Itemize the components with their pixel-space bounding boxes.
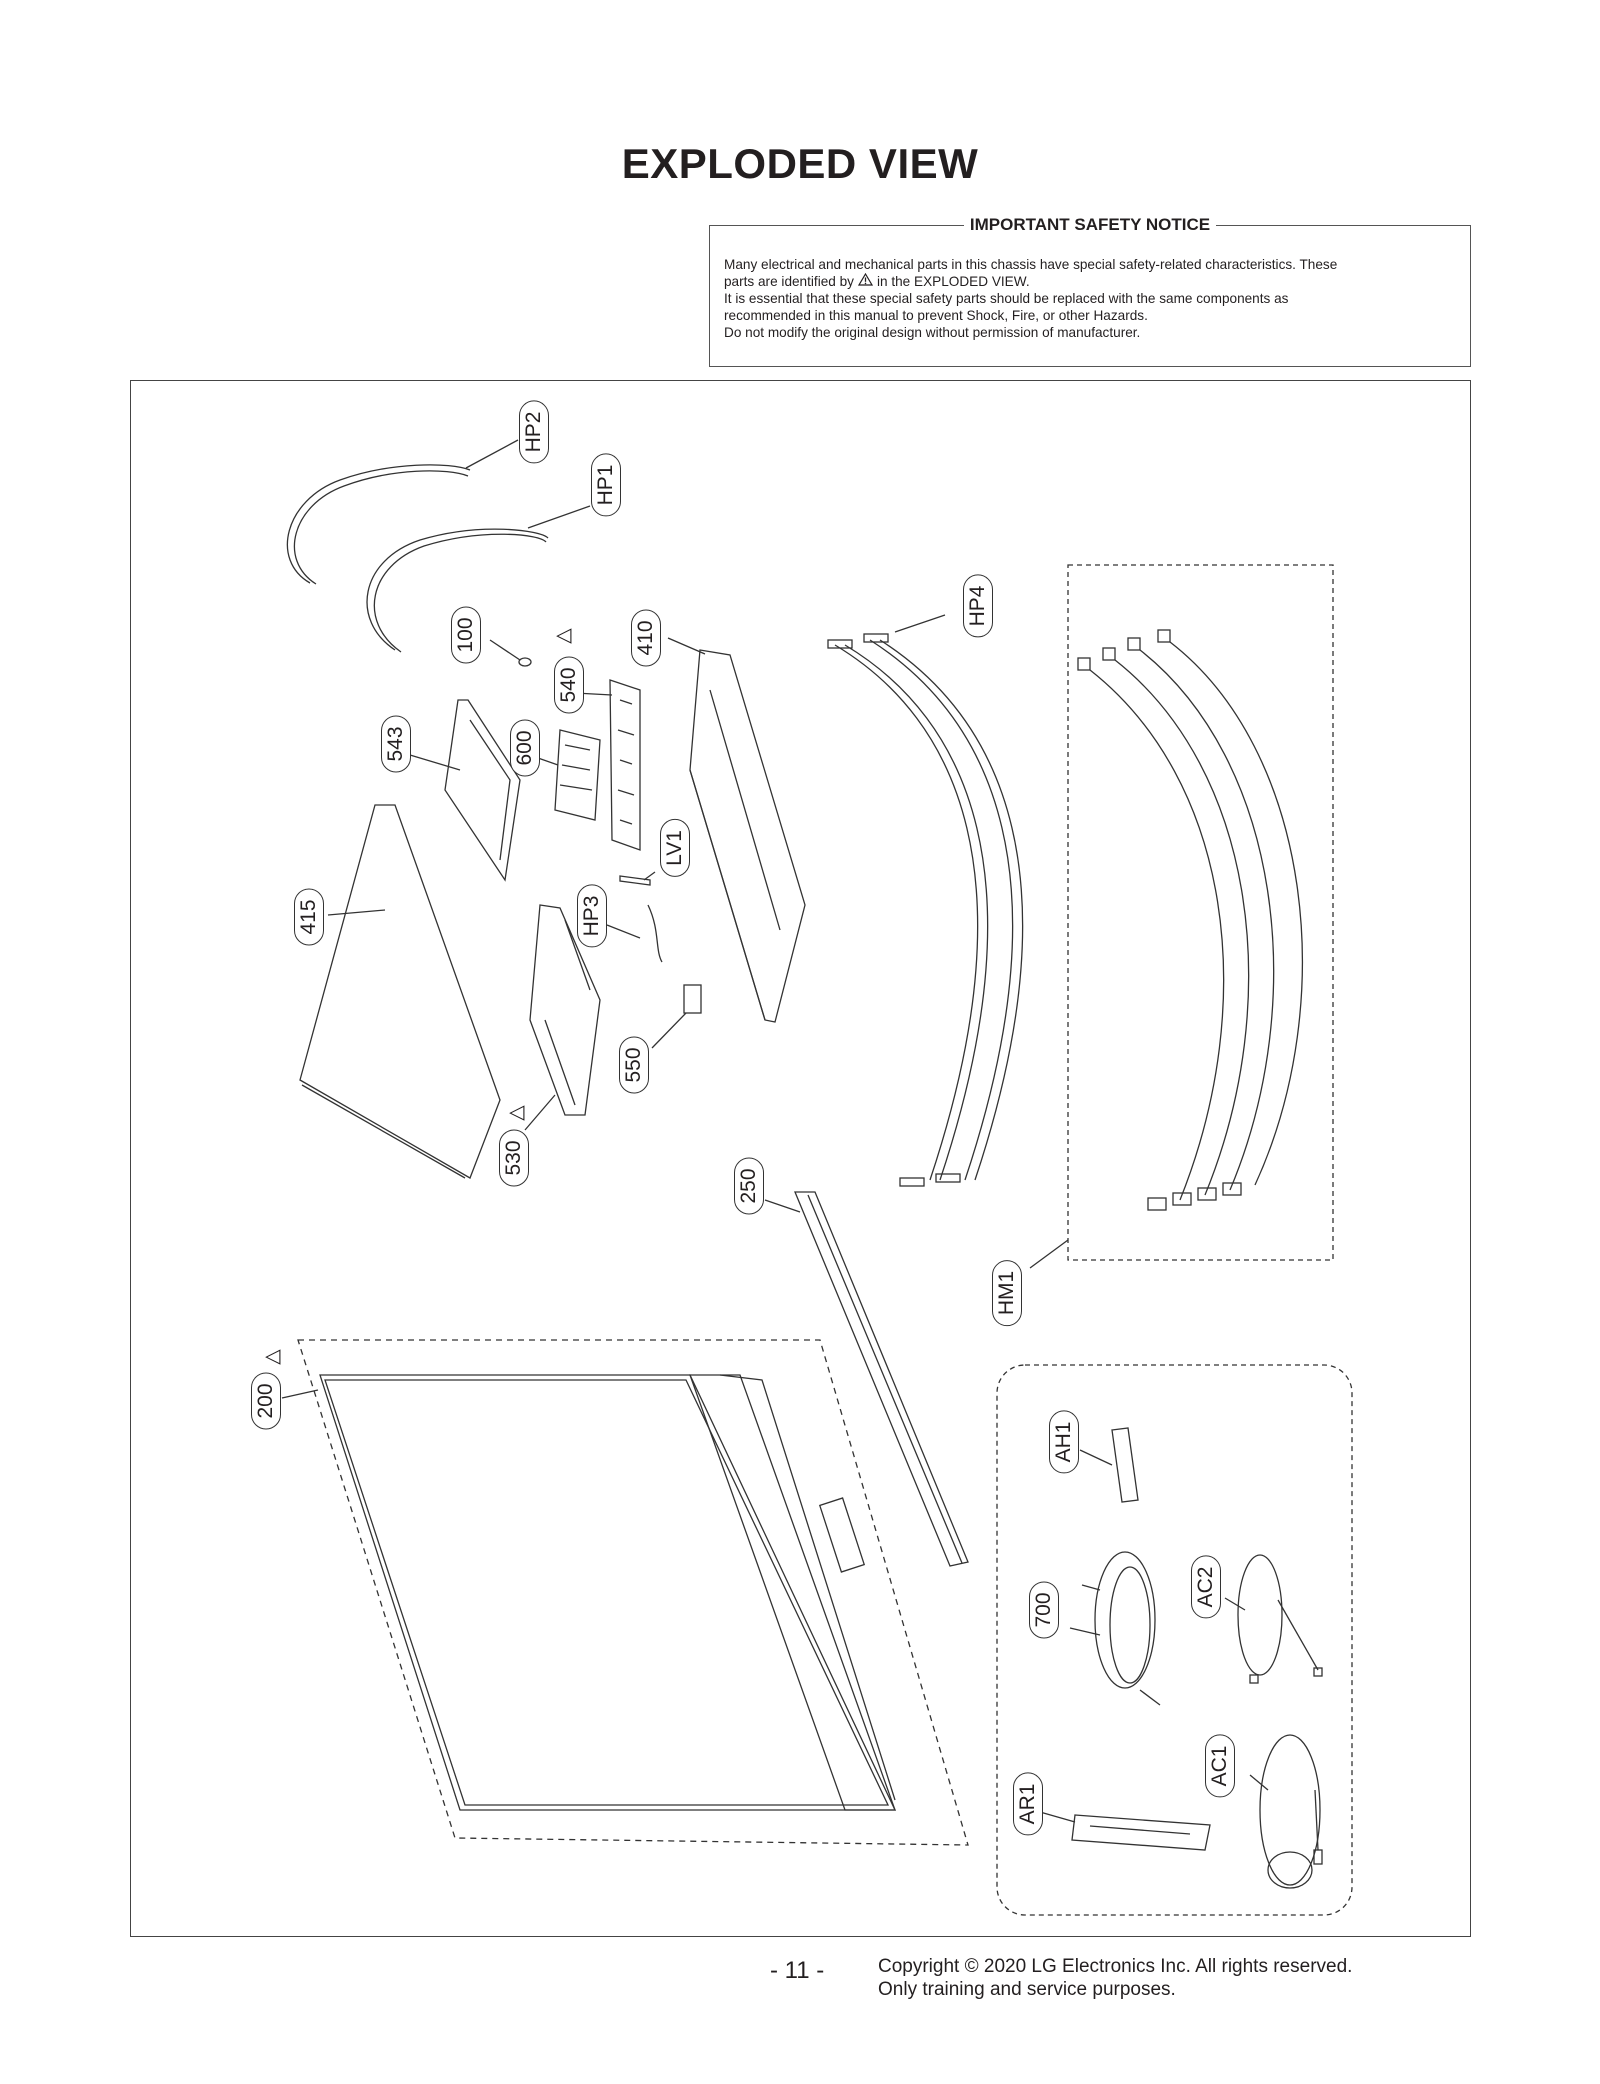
part-ac1-drawing [1249, 1734, 1323, 1889]
callout-540: 540 [554, 656, 584, 714]
callout-250: 250 [734, 1157, 764, 1215]
callout-550: 550 [619, 1036, 649, 1094]
callout-415: 415 [294, 888, 324, 946]
callout-543: 543 [381, 715, 411, 773]
part-ac2-drawing [1224, 1554, 1323, 1684]
module-200-drawing [281, 1374, 897, 1811]
notice-line: Do not modify the original design withou… [724, 325, 1141, 340]
accessories-dashed-box [996, 1364, 1353, 1916]
hm1-dashed-box [1067, 564, 1334, 1261]
part-410-drawing [667, 637, 806, 1023]
part-700-drawing [1069, 1551, 1161, 1706]
callout-700: 700 [1029, 1581, 1059, 1639]
callout-hp1: HP1 [591, 453, 621, 517]
part-530-drawing [524, 904, 601, 1131]
part-415-drawing [299, 804, 501, 1179]
callout-600: 600 [510, 719, 540, 777]
page-title: EXPLODED VIEW [621, 140, 979, 187]
callout-lv1: LV1 [660, 819, 690, 877]
cable-hp1-drawing [366, 505, 591, 653]
part-540-drawing [574, 679, 641, 851]
callout-530: 530 [499, 1129, 529, 1187]
cable-hp3-drawing [647, 904, 663, 963]
safety-warning-icon: △ [261, 1349, 283, 1365]
notice-line: parts are identified by [724, 274, 854, 289]
page-number: - 11 - [770, 1957, 825, 1984]
part-250-drawing [764, 1191, 969, 1567]
safety-warning-icon: △ [505, 1105, 527, 1121]
callout-410: 410 [631, 609, 661, 667]
part-ah1-drawing [1111, 1427, 1139, 1503]
notice-line: in the EXPLODED VIEW. [876, 274, 1030, 289]
callout-ar1: AR1 [1013, 1772, 1043, 1836]
callout-hp3: HP3 [577, 884, 607, 948]
copyright-block: Copyright © 2020 LG Electronics Inc. All… [878, 1955, 1352, 2001]
cable-lv1-drawing [619, 875, 651, 886]
callout-ah1: AH1 [1049, 1410, 1079, 1474]
callout-hp4: HP4 [963, 574, 993, 638]
warning-triangle-icon [857, 272, 874, 290]
safety-notice-text: Many electrical and mechanical parts in … [724, 256, 1456, 341]
part-550-drawing [683, 984, 702, 1014]
part-100-drawing [518, 657, 532, 667]
callout-hp2: HP2 [519, 400, 549, 464]
callout-ac2: AC2 [1191, 1555, 1221, 1619]
part-600-drawing [537, 729, 601, 821]
notice-line: Many electrical and mechanical parts in … [724, 257, 1338, 272]
part-543-drawing [409, 699, 521, 882]
callout-100: 100 [451, 606, 481, 664]
callout-200: 200 [251, 1372, 281, 1430]
copyright-text: Copyright © 2020 LG Electronics Inc. All… [878, 1956, 1353, 1977]
cable-hp2-drawing [286, 439, 519, 585]
callout-hm1: HM1 [992, 1259, 1022, 1327]
safety-notice-box: IMPORTANT SAFETY NOTICE Many electrical … [709, 215, 1471, 367]
callout-ac1: AC1 [1205, 1734, 1235, 1798]
safety-warning-icon: △ [552, 628, 574, 644]
module-200-dashed-outline [297, 1339, 969, 1846]
notice-line: recommended in this manual to prevent Sh… [724, 308, 1148, 323]
notice-line: It is essential that these special safet… [724, 291, 1289, 306]
part-ar1-drawing [1039, 1811, 1211, 1851]
safety-notice-heading: IMPORTANT SAFETY NOTICE [963, 215, 1217, 234]
diagram-frame [130, 380, 1471, 1937]
purpose-text: Only training and service purposes. [878, 1979, 1176, 2000]
cable-hp4-drawing [827, 614, 1024, 1187]
cable-hm1-drawing [1029, 629, 1303, 1269]
